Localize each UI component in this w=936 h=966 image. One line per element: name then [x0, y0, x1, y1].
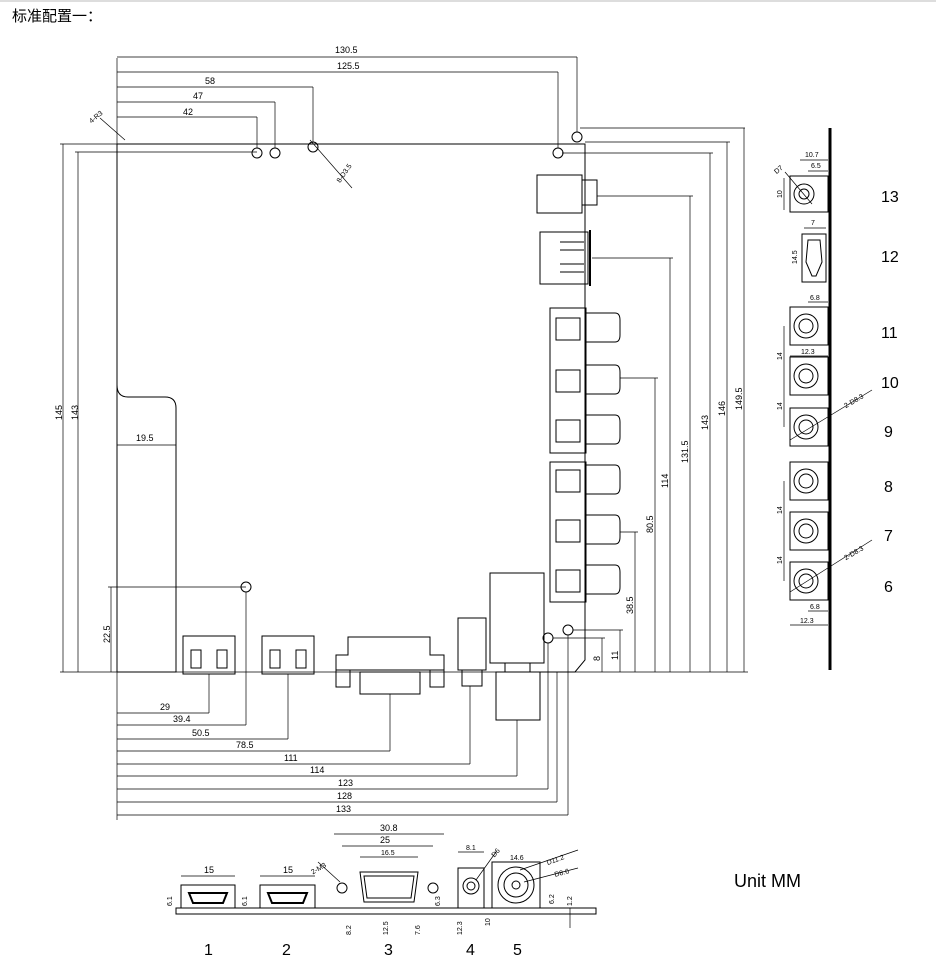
front-jack5-1-2: 1.2: [567, 896, 574, 906]
dim-123: 123: [338, 778, 353, 788]
front-jack-d6: D6: [491, 847, 502, 858]
dim-78-5: 78.5: [236, 740, 254, 750]
dim-125-5: 125.5: [337, 61, 360, 71]
dim-133: 133: [336, 804, 351, 814]
dim-38-5: 38.5: [625, 596, 635, 614]
side-usb-14-5: 14.5: [792, 250, 799, 264]
dim-58: 58: [205, 76, 215, 86]
front-label-5: 5: [513, 942, 522, 959]
front-hdmi1-6-1-left: 6.1: [167, 896, 174, 906]
side-label-7: 7: [884, 528, 893, 545]
dim-143: 143: [70, 405, 80, 420]
side-jack-14-d: 14: [777, 556, 784, 564]
dim-42: 42: [183, 107, 193, 117]
board-connectors: [182, 174, 621, 721]
side-jack-12-3-bottom: 12.3: [800, 618, 814, 625]
top-rule: [0, 0, 936, 2]
dim-149-5: 149.5: [734, 387, 744, 410]
side-label-6: 6: [884, 579, 893, 596]
side-label-11: 11: [881, 325, 898, 342]
front-jack-12-3: 12.3: [457, 921, 464, 935]
front-vga-2-m3: 2-M3: [310, 862, 327, 876]
front-hdmi2-15: 15: [283, 865, 293, 875]
front-vga-25: 25: [380, 835, 390, 845]
side-jack-14-a: 14: [777, 352, 784, 360]
side-jack-2-d8-3-b: 2-D8.3: [843, 545, 865, 562]
dim-29: 29: [160, 702, 170, 712]
side-d7: D7: [773, 165, 784, 176]
dim-80-5: 80.5: [645, 515, 655, 533]
side-view: D7 10.7 6.5 10 13 7 14.5 12: [773, 128, 899, 670]
front-label-4: 4: [466, 942, 475, 959]
top-dimensions: 130.5 125.5 58 47 42 4-R3 8-D3.5: [88, 45, 578, 189]
side-label-13: 13: [881, 189, 899, 206]
front-jack5-14-6: 14.6: [510, 855, 524, 862]
side-jack-2-d8-3-a: 2-D8.3: [843, 393, 865, 410]
side-jack-6-8-bottom: 6.8: [810, 604, 820, 611]
front-label-1: 1: [204, 942, 213, 959]
front-vga-30-8: 30.8: [380, 823, 398, 833]
front-vga-6-3: 6.3: [435, 896, 442, 906]
front-jack5-d11-2: D11.2: [546, 854, 566, 867]
front-hdmi1-6-1-right: 6.1: [242, 896, 249, 906]
front-hdmi1-15: 15: [204, 865, 214, 875]
dim-114-right: 114: [660, 474, 670, 488]
board-outline: [116, 143, 586, 673]
dim-47: 47: [193, 91, 203, 101]
dim-8: 8: [592, 656, 602, 661]
dim-22-5: 22.5: [102, 625, 112, 643]
dim-146: 146: [717, 401, 727, 416]
mounting-holes: [240, 131, 583, 644]
left-dimensions: 145 143 19.5 22.5: [54, 143, 257, 673]
front-vga-12-5: 12.5: [383, 921, 390, 935]
front-label-2: 2: [282, 942, 291, 959]
front-vga-7-6: 7.6: [415, 925, 422, 935]
page-heading: 标准配置一：: [12, 7, 103, 25]
side-10-7: 10.7: [805, 152, 819, 159]
side-label-9: 9: [884, 424, 893, 441]
dim-19-5: 19.5: [136, 433, 154, 443]
side-label-10: 10: [881, 375, 899, 392]
dim-8-d3-5: 8-D3.5: [336, 163, 354, 184]
side-jack-14-c: 14: [777, 506, 784, 514]
dim-145: 145: [54, 405, 64, 420]
dim-50-5: 50.5: [192, 728, 210, 738]
dim-114-bottom: 114: [310, 765, 324, 775]
right-dimensions: 149.5 146 143 131.5 114 80.5 38.5 11 8: [553, 127, 748, 673]
dim-4-r3: 4-R3: [88, 110, 104, 125]
front-jack-8-1: 8.1: [466, 845, 476, 852]
front-label-3: 3: [384, 942, 393, 959]
dim-111: 111: [284, 753, 298, 763]
dim-128: 128: [337, 791, 352, 801]
front-jack-10: 10: [485, 918, 492, 926]
dim-131-5: 131.5: [680, 440, 690, 463]
side-label-12: 12: [881, 249, 899, 266]
side-jack-14-b: 14: [777, 402, 784, 410]
dim-143-right: 143: [700, 415, 710, 430]
bottom-dimensions: 29 39.4 50.5 78.5 111 114 123 128 133: [116, 592, 569, 820]
side-label-8: 8: [884, 479, 893, 496]
front-vga-16-5: 16.5: [381, 850, 395, 857]
side-6-5: 6.5: [811, 163, 821, 170]
front-jack5-6-2: 6.2: [549, 894, 556, 904]
dim-39-4: 39.4: [173, 714, 191, 724]
dim-130-5: 130.5: [335, 45, 358, 55]
dim-11: 11: [610, 651, 620, 660]
side-usb-7: 7: [811, 220, 815, 227]
front-view: 15 6.1 6.1 15 2-M3 30.8 25 16.5 8.2 12.5…: [167, 823, 597, 959]
side-jack-12-3-top: 12.3: [801, 349, 815, 356]
side-jack-6-8-top: 6.8: [810, 295, 820, 302]
unit-label: Unit MM: [734, 871, 801, 891]
front-jack5-d8-6: D8.6: [554, 868, 570, 879]
front-vga-8-2: 8.2: [346, 925, 353, 935]
side-jacks: [789, 306, 829, 601]
side-10: 10: [777, 190, 784, 198]
